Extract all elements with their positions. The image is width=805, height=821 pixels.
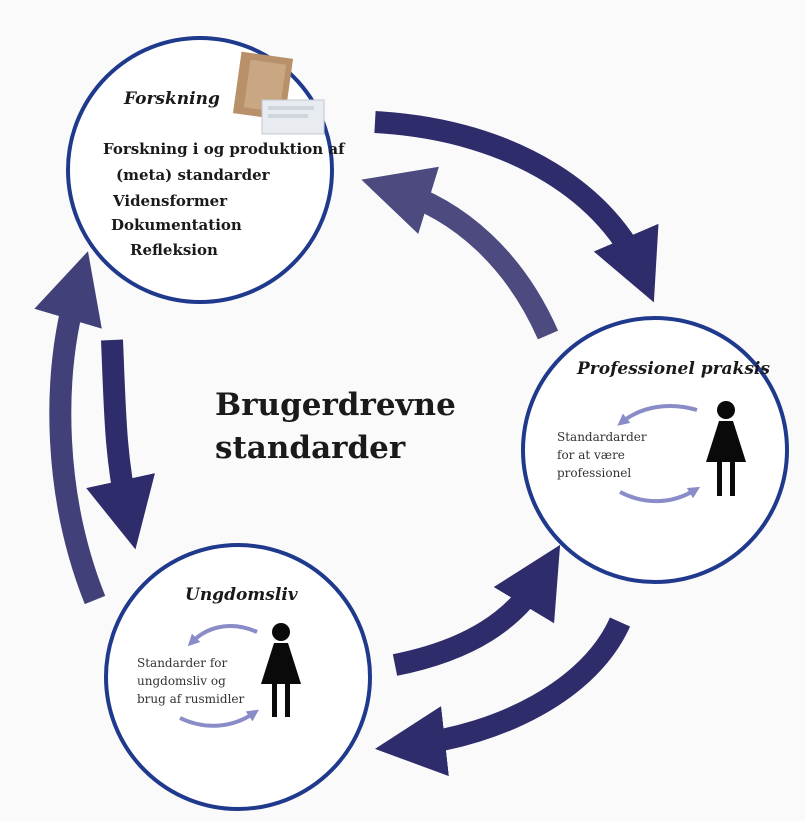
ungdomsliv-line-1: Standarder for <box>137 656 227 670</box>
arrow-ungdomsliv-to-forskning <box>34 251 106 605</box>
arrow-praksis-to-ungdomsliv <box>375 617 631 777</box>
professionel-line-1: Standardarder <box>557 430 647 444</box>
forskning-line-1: Forskning i og produktion af <box>103 140 346 158</box>
center-title-line-2: standarder <box>215 430 406 466</box>
mini-arrow-top-icon <box>617 404 698 426</box>
forskning-line-5: Refleksion <box>130 241 218 259</box>
mini-arrow-bottom-icon <box>619 486 701 504</box>
circle-professionel-praksis <box>521 316 789 584</box>
professionel-line-2: for at være <box>557 448 625 462</box>
arrow-ungdomsliv-to-praksis <box>392 544 561 676</box>
forskning-line-4: Dokumentation <box>111 216 242 234</box>
professionel-line-3: professionel <box>557 466 631 480</box>
mini-arrow-top-icon <box>187 624 258 647</box>
ungdomsliv-line-2: ungdomsliv og <box>137 674 226 688</box>
woman-figure-icon <box>706 401 746 496</box>
circle-ungdomsliv <box>104 543 372 811</box>
arrow-praksis-to-forskning <box>361 166 559 340</box>
arrow-forskning-to-praksis <box>374 111 659 303</box>
book-image <box>232 51 325 135</box>
arrow-forskning-to-ungdomsliv <box>86 339 155 550</box>
woman-figure-icon <box>261 623 301 717</box>
forskning-line-3: Vidensformer <box>112 192 228 210</box>
forskning-title: Forskning <box>123 89 220 109</box>
big-arrows <box>34 111 659 777</box>
mini-arrow-bottom-icon <box>179 709 259 728</box>
professionel-title: Professionel praksis <box>576 359 770 379</box>
ungdomsliv-title: Ungdomsliv <box>185 585 299 605</box>
forskning-line-2: (meta) standarder <box>116 166 271 184</box>
ungdomsliv-line-3: brug af rusmidler <box>137 692 245 706</box>
center-title-line-1: Brugerdrevne <box>215 387 456 423</box>
